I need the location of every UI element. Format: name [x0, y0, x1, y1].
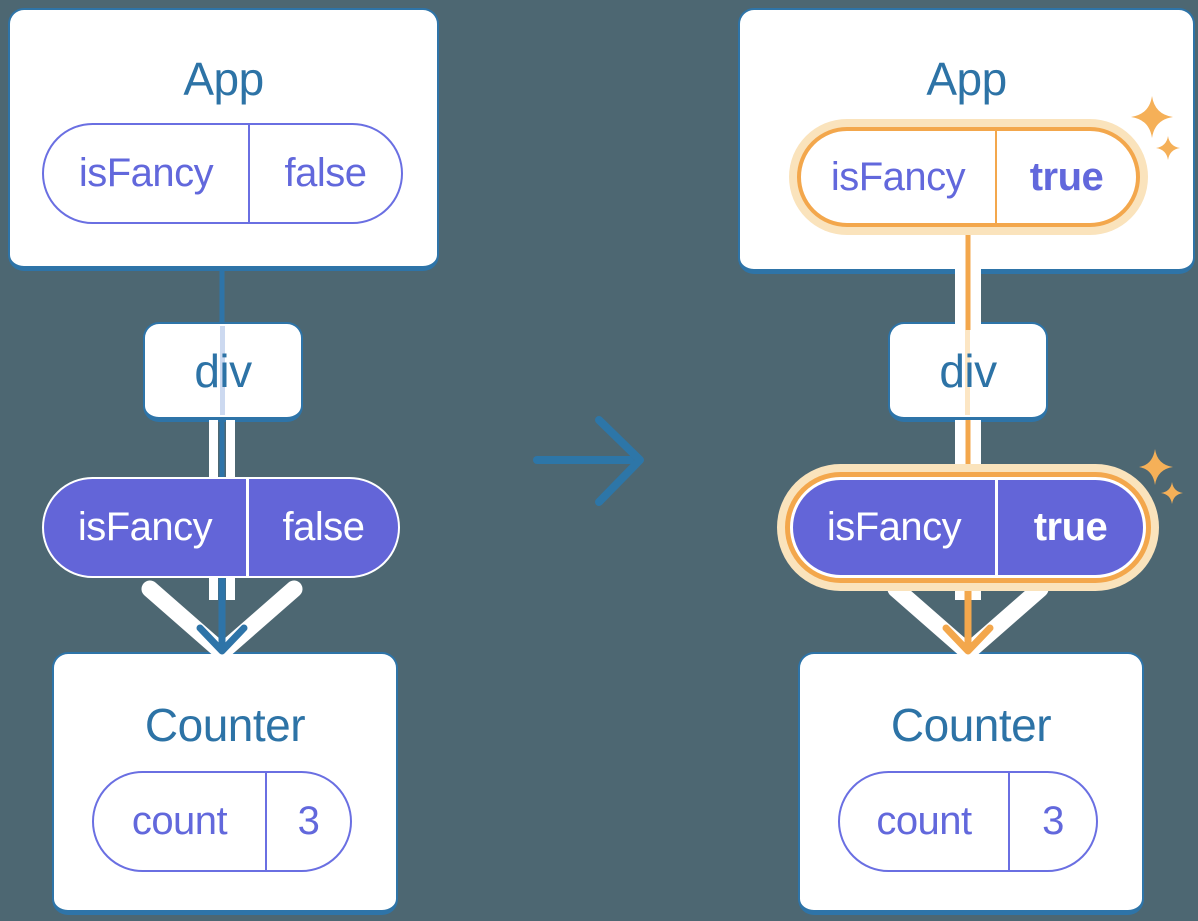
counter-state-pill-left: count 3 — [92, 771, 352, 872]
down-arrow-icon-left — [196, 569, 248, 655]
app-state-pill-right-highlighted: isFancy true — [797, 127, 1140, 227]
counter-state-pill-right: count 3 — [838, 771, 1098, 872]
sparkle-icon — [1139, 449, 1173, 485]
passed-prop-pill-left: isFancy false — [42, 477, 400, 578]
pill-key: isFancy — [77, 505, 213, 549]
pill-key: isFancy — [826, 505, 962, 549]
pill-value: false — [246, 479, 398, 576]
div-label: div — [939, 345, 997, 397]
div-label: div — [194, 345, 252, 397]
app-state-pill-left: isFancy false — [42, 123, 403, 224]
counter-title: Counter — [890, 699, 1052, 751]
sparkle-icon — [1161, 482, 1183, 504]
passed-prop-pill-right-highlighted: isFancy true — [790, 477, 1146, 578]
down-arrow-icon-right — [942, 572, 994, 655]
pill-value: 3 — [1008, 773, 1096, 870]
app-title: App — [183, 53, 264, 105]
pill-value: false — [248, 125, 401, 222]
render-chevron-icon-right — [887, 580, 1049, 661]
edge-app-to-div-left — [219, 262, 225, 330]
prop-line-through-div — [965, 326, 970, 415]
pill-key: count — [876, 799, 972, 843]
prop-line-through-div — [220, 326, 225, 415]
pill-value: true — [995, 131, 1136, 223]
counter-title: Counter — [144, 699, 306, 751]
pill-value: 3 — [265, 773, 350, 870]
app-title: App — [926, 53, 1007, 105]
div-card-left: div — [143, 322, 303, 422]
render-chevron-icon-left — [141, 580, 303, 661]
transition-arrow-icon — [533, 416, 644, 506]
pill-key: isFancy — [78, 151, 214, 195]
div-card-right: div — [888, 322, 1048, 422]
pill-key: isFancy — [830, 154, 966, 199]
pill-value: true — [995, 480, 1143, 575]
pill-key: count — [131, 799, 228, 843]
